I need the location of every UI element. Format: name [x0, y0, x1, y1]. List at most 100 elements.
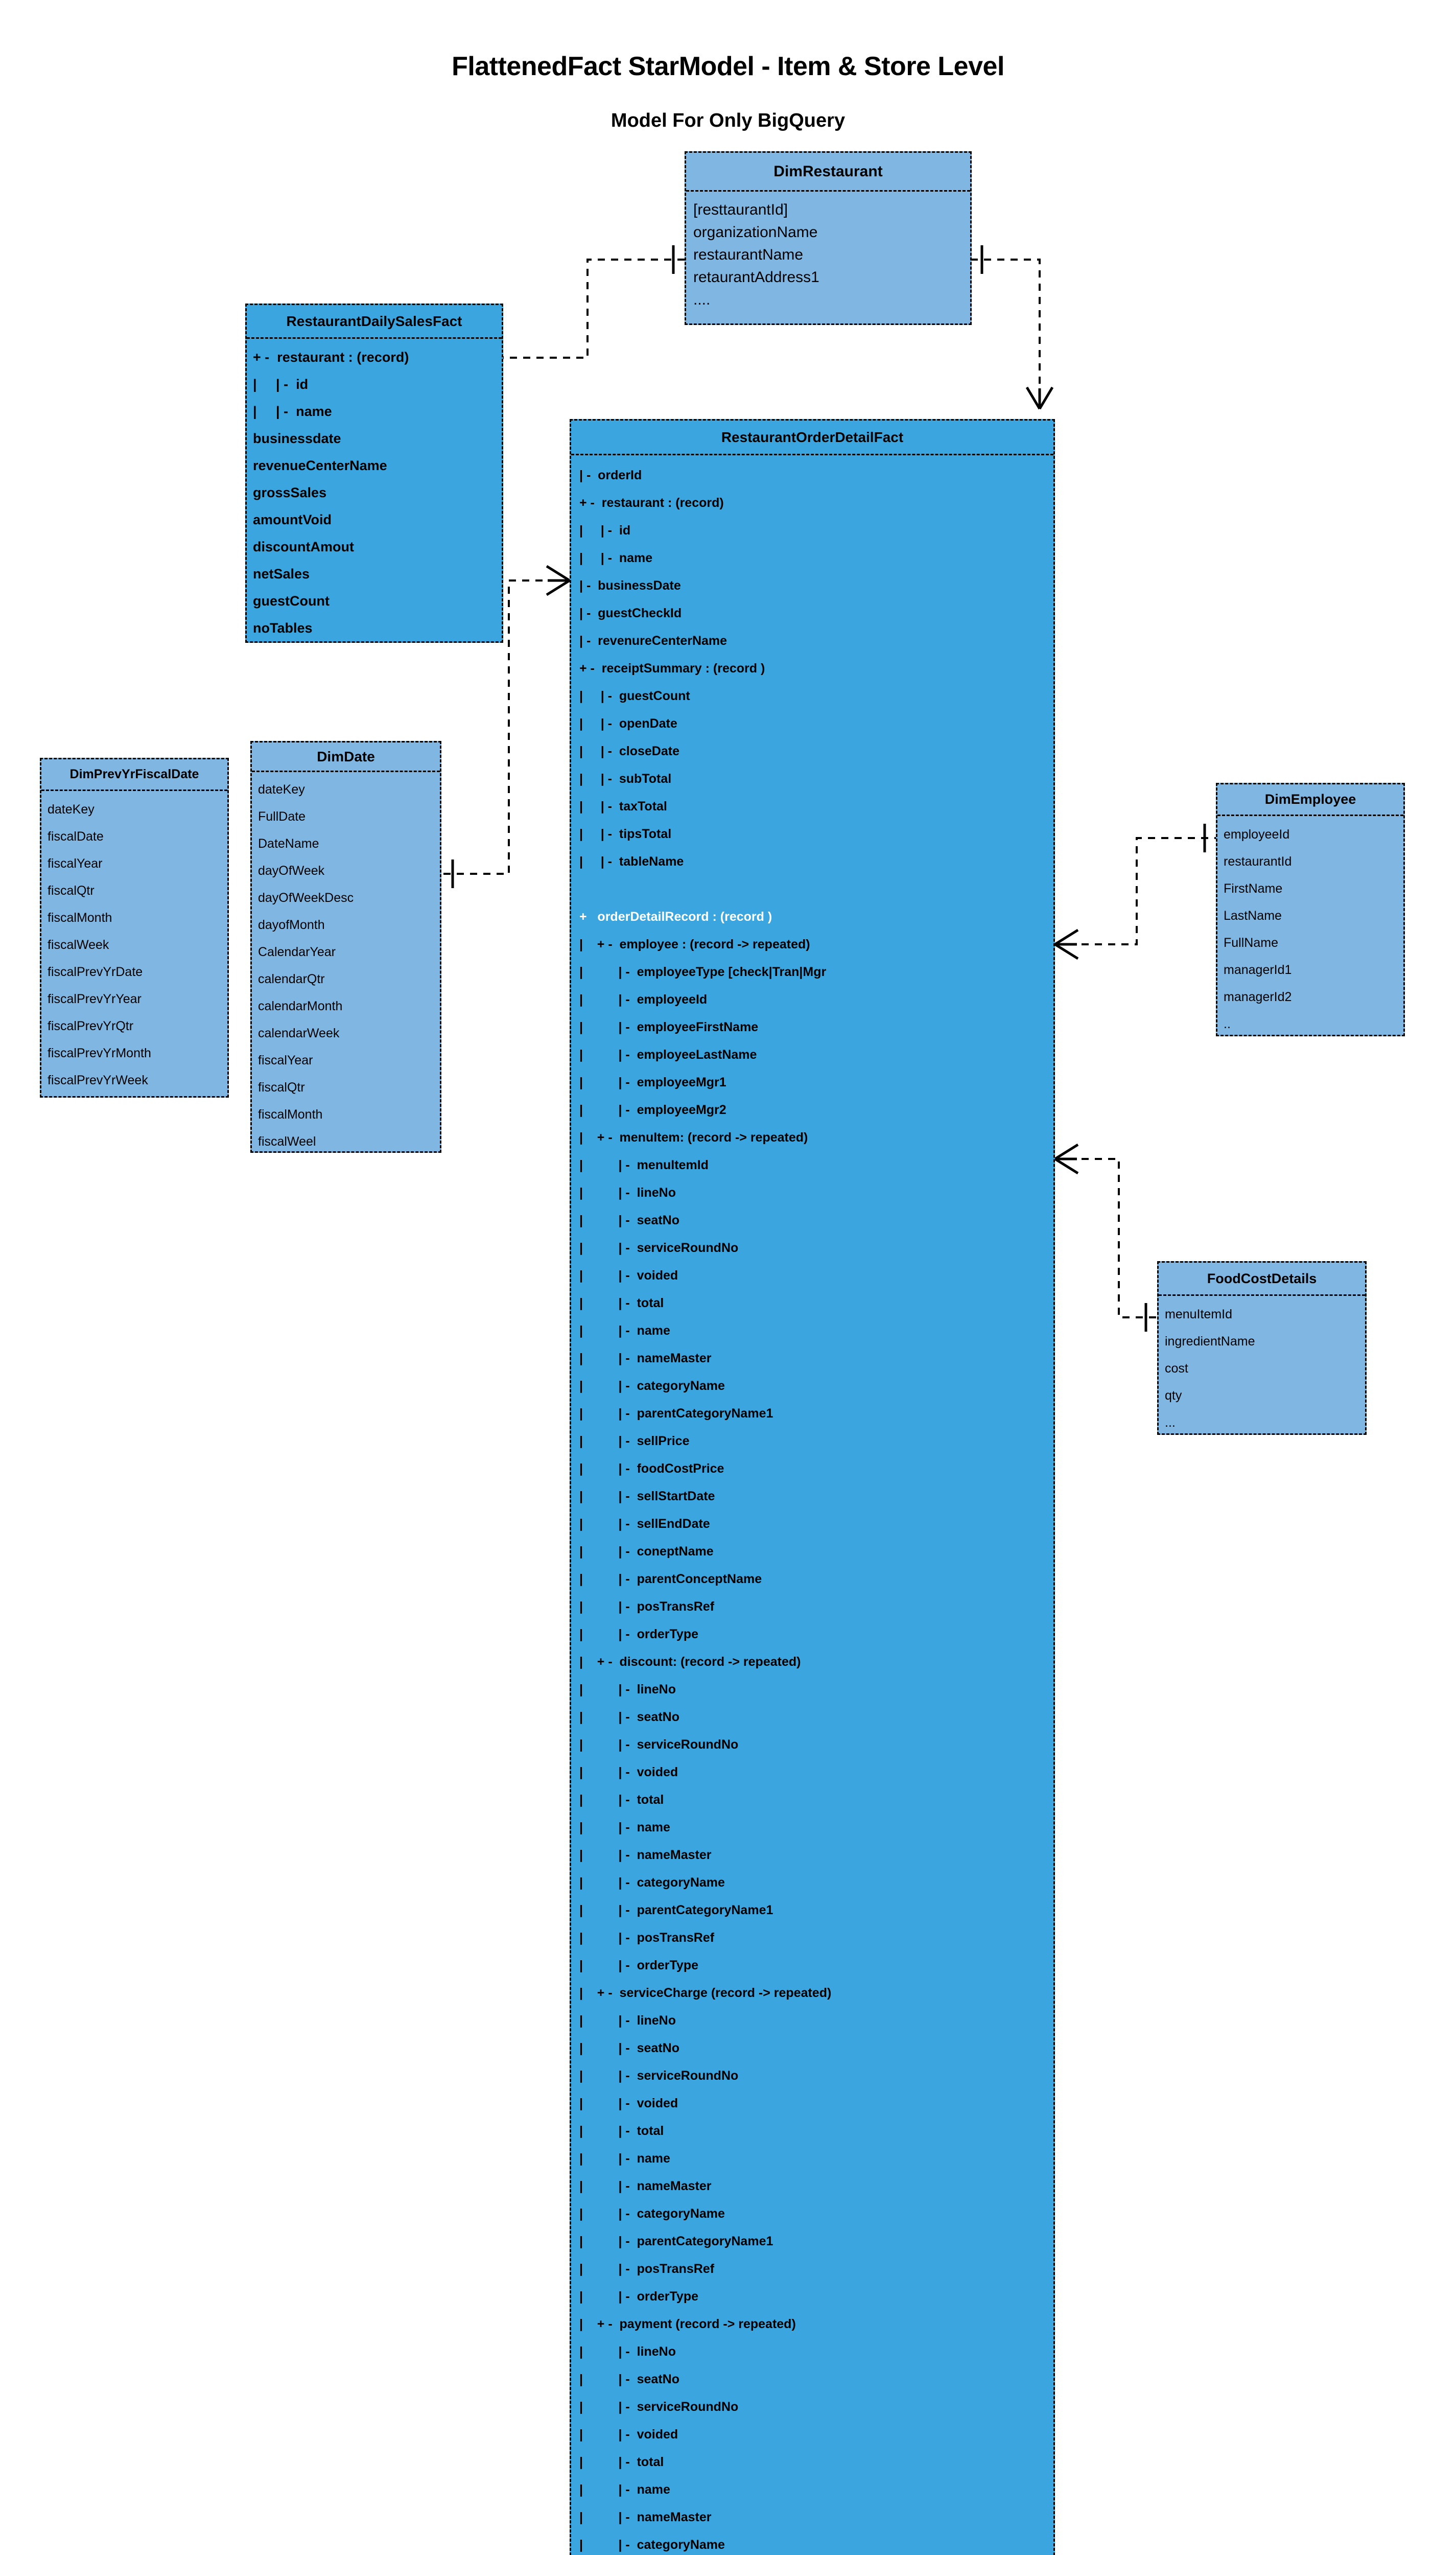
entity-field-row: restaurantId — [1224, 854, 1292, 869]
entity-title: RestaurantDailySalesFact — [247, 305, 502, 339]
entity-field-row: fiscalYear — [48, 856, 103, 871]
entity-field-row: fiscalMonth — [48, 911, 112, 925]
entity-field-row: | | - taxTotal — [579, 799, 667, 814]
crowsfoot-orderdetail-top — [1025, 386, 1054, 410]
entity-field-row: | | - closeDate — [579, 744, 679, 758]
entity-field-row: | | - parentCategoryName1 — [579, 2234, 773, 2248]
entity-field-row: | | - lineNo — [579, 1682, 676, 1697]
entity-field-row: | | - tipsTotal — [579, 827, 672, 841]
entity-field-row: | | - tableName — [579, 854, 684, 869]
entity-field-row: calendarMonth — [258, 999, 343, 1013]
entity-field-row: managerId1 — [1224, 963, 1292, 977]
entity-field-row: | | - employeeMgr1 — [579, 1075, 726, 1089]
entity-field-row: | | - orderType — [579, 2289, 699, 2304]
entity-field-row: | | - name — [253, 404, 332, 419]
entity-field-row: | + - menuItem: (record -> repeated) — [579, 1130, 808, 1145]
entity-field-row: [resttaurantId] — [693, 201, 788, 218]
entity-field-row: employeeId — [1224, 827, 1290, 842]
entity-field-row: qty — [1165, 1388, 1182, 1403]
entity-field-row: fiscalDate — [48, 829, 104, 844]
entity-fields: dateKey fiscalDate fiscalYear fiscalQtr fisc… — [41, 791, 227, 1094]
entity-field-row: | | - categoryName — [579, 2206, 725, 2221]
entity-field-row: | - businessDate — [579, 578, 681, 593]
entity-field-row: | | - employeeLastName — [579, 1048, 757, 1062]
entity-field-row: | | - sellPrice — [579, 1434, 690, 1448]
entity-field-row: | + - serviceCharge (record -> repeated) — [579, 1986, 832, 2000]
entity-field-row: guestCount — [253, 593, 330, 609]
entity-field-row: ... — [1165, 1415, 1176, 1430]
entity-field-row: | | - posTransRef — [579, 1931, 715, 1945]
crowsfoot-orderdetail-employee — [1054, 928, 1079, 960]
entity-field-row: | | - serviceRoundNo — [579, 1737, 739, 1752]
entity-title: DimPrevYrFiscalDate — [41, 759, 227, 791]
entity-field-row: amountVoid — [253, 512, 332, 527]
entity-field-row: | | - serviceRoundNo — [579, 2400, 739, 2414]
entity-field-row: fiscalMonth — [258, 1107, 323, 1122]
entity-field-row: dateKey — [48, 802, 95, 817]
entity-field-row: | | - posTransRef — [579, 2262, 715, 2276]
entity-title: FoodCostDetails — [1159, 1263, 1365, 1296]
entity-field-row: netSales — [253, 566, 310, 582]
entity-field-row: | | - lineNo — [579, 1186, 676, 1200]
entity-food-cost-details[interactable]: FoodCostDetails menuItemId ingredientName… — [1157, 1261, 1367, 1435]
entity-field-row: | | - parentCategoryName1 — [579, 1406, 773, 1421]
conn-orderdetail-foodcost — [1055, 1158, 1157, 1318]
entity-fields: | - orderId+ - restaurant : (record)| | … — [571, 455, 1053, 2555]
entity-restaurant-order-detail-fact[interactable]: RestaurantOrderDetailFact | - orderId+ -… — [570, 419, 1055, 2555]
entity-field-row: | | - total — [579, 2455, 664, 2469]
entity-field-row: FullName — [1224, 936, 1278, 950]
entity-field-row: revenueCenterName — [253, 458, 387, 473]
entity-field-row: ingredientName — [1165, 1334, 1255, 1349]
entity-field-row: | | - voided — [579, 2427, 678, 2442]
entity-field-row: | | - total — [579, 1793, 664, 1807]
entity-field-row: fiscalQtr — [258, 1080, 305, 1095]
entity-field-row: | | - voided — [579, 1268, 678, 1283]
entity-field-row: managerId2 — [1224, 990, 1292, 1004]
entity-field-row: | | - employeeId — [579, 992, 708, 1007]
entity-field-row: | | - nameMaster — [579, 2179, 712, 2193]
entity-field-row: dayofMonth — [258, 918, 325, 932]
entity-field-row: discountAmout — [253, 539, 354, 554]
entity-field-row: | | - name — [579, 1323, 670, 1338]
entity-field-row: grossSales — [253, 485, 327, 500]
entity-field-row: | + - discount: (record -> repeated) — [579, 1655, 801, 1669]
page-title: FlattenedFact StarModel - Item & Store L… — [452, 52, 1004, 81]
entity-field-row: | | - employeeType [check|Tran|Mgr — [579, 965, 827, 979]
entity-field-row: fiscalQtr — [48, 884, 95, 898]
entity-field-row: | | - total — [579, 1296, 664, 1310]
entity-restaurant-daily-sales-fact[interactable]: RestaurantDailySalesFact + - restaurant … — [245, 304, 503, 643]
entity-field-row: | | - serviceRoundNo — [579, 2069, 739, 2083]
entity-field-row: | | - seatNo — [579, 2372, 679, 2386]
entity-field-row: | | - employeeMgr2 — [579, 1103, 726, 1117]
entity-dim-restaurant[interactable]: DimRestaurant [resttaurantId]organizatio… — [685, 151, 972, 325]
entity-field-row: fiscalWeel — [258, 1134, 316, 1149]
entity-field-row: | | - id — [253, 377, 309, 392]
entity-field-row: | | - sellStartDate — [579, 1489, 715, 1503]
entity-field-row: fiscalPrevYrMonth — [48, 1046, 151, 1060]
entity-field-row: cost — [1165, 1361, 1188, 1376]
entity-field-row: | | - openDate — [579, 716, 677, 731]
entity-field-row: | | - total — [579, 2124, 664, 2138]
entity-field-row: + - receiptSummary : (record ) — [579, 661, 765, 676]
entity-field-row: | | - name — [579, 1820, 670, 1834]
entity-field-row: | | - name — [579, 2482, 670, 2497]
entity-field-row: | | - seatNo — [579, 1710, 679, 1724]
entity-field-row: | | - nameMaster — [579, 1351, 712, 1365]
entity-field-row: calendarWeek — [258, 1026, 340, 1040]
entity-dim-prev-yr-fiscal-date[interactable]: DimPrevYrFiscalDate dateKey fiscalDate fis… — [40, 758, 229, 1098]
entity-field-row: | | - nameMaster — [579, 2510, 712, 2524]
page-subtitle: Model For Only BigQuery — [610, 110, 846, 131]
entity-field-row: | + - employee : (record -> repeated) — [579, 937, 810, 951]
entity-field-row: businessdate — [253, 431, 341, 446]
entity-field-row: | | - categoryName — [579, 1875, 725, 1890]
entity-field-row: fiscalWeek — [48, 938, 109, 952]
conn-orderdetail-dimemployee — [1055, 837, 1216, 945]
entity-field-row: | | - posTransRef — [579, 1599, 715, 1614]
entity-field-row: menuItemId — [1165, 1307, 1233, 1321]
entity-field-row: | - guestCheckId — [579, 606, 682, 620]
